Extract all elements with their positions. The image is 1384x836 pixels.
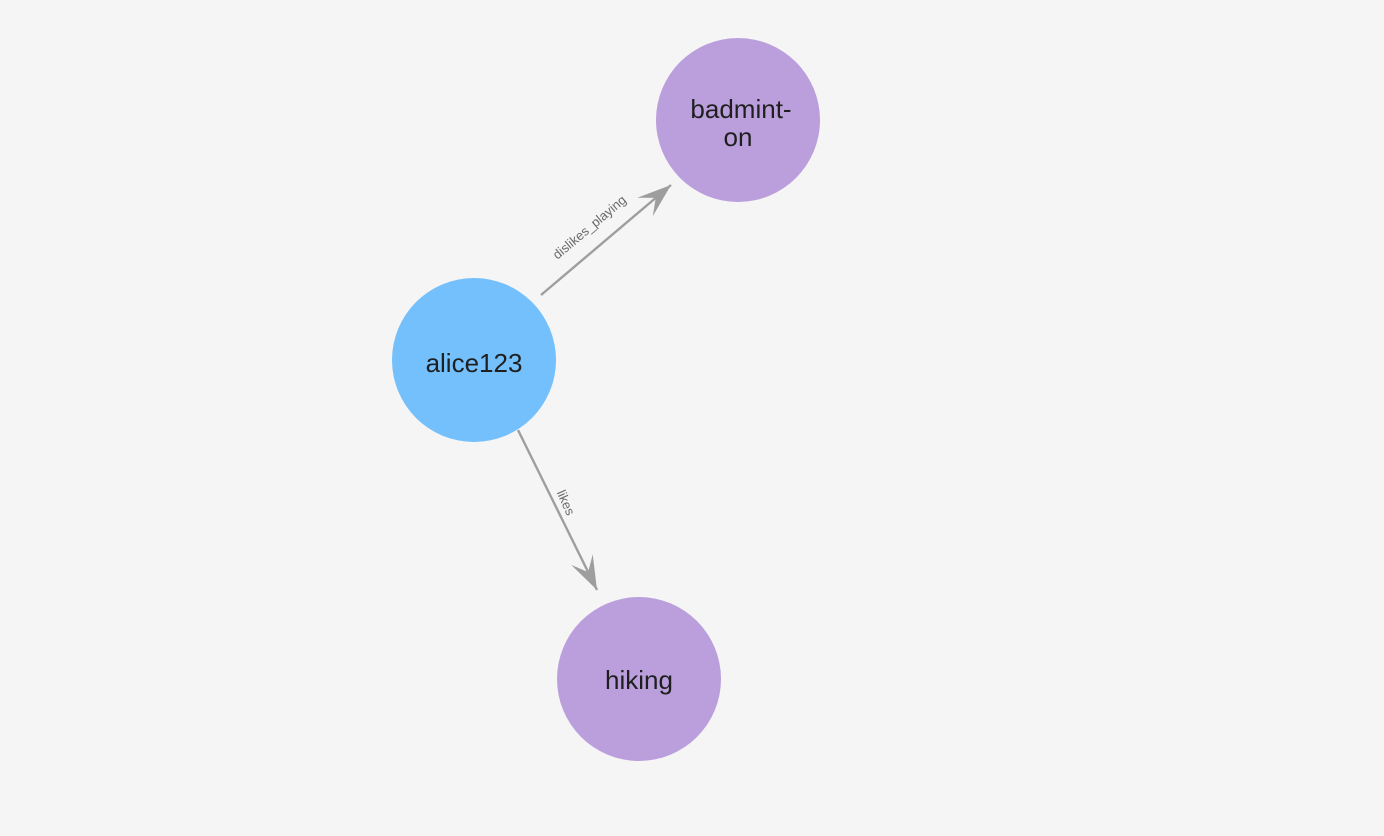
- node-circle-alice123[interactable]: [392, 278, 556, 442]
- edge-label-dislikes-playing: dislikes_playing: [550, 192, 629, 262]
- node-circle-badminton[interactable]: [656, 38, 820, 202]
- edge-label-likes: likes: [554, 488, 578, 518]
- edge-arrowhead-dislikes-playing: [637, 185, 671, 217]
- nodes-layer: alice123 badmint- on hiking: [392, 38, 820, 761]
- edge-arrowhead-likes: [571, 554, 597, 590]
- edge-dislikes-playing[interactable]: dislikes_playing: [540, 184, 672, 296]
- node-badminton[interactable]: badmint- on: [656, 38, 820, 202]
- edge-line-likes: [516, 429, 599, 591]
- edge-likes[interactable]: likes: [516, 429, 599, 591]
- edge-line-dislikes-playing: [540, 184, 672, 296]
- node-circle-hiking[interactable]: [557, 597, 721, 761]
- node-hiking[interactable]: hiking: [557, 597, 721, 761]
- node-alice123[interactable]: alice123: [392, 278, 556, 442]
